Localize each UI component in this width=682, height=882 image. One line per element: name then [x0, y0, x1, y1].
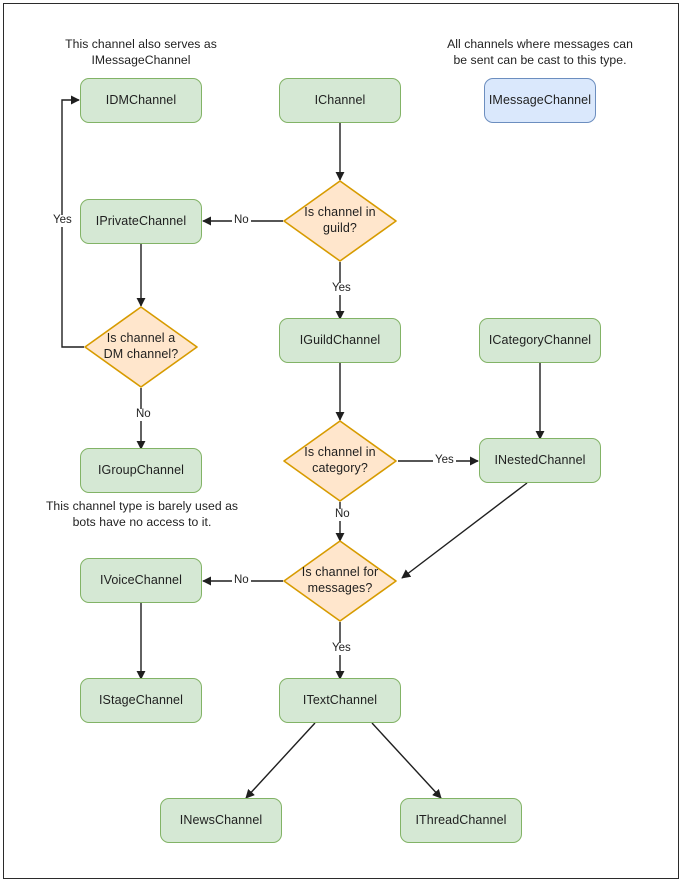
node-inewschannel[interactable]: INewsChannel	[160, 798, 282, 843]
node-icategorychannel[interactable]: ICategoryChannel	[479, 318, 601, 363]
node-inestedchannel[interactable]: INestedChannel	[479, 438, 601, 483]
edge-label-messages-yes: Yes	[330, 642, 353, 655]
edge-label-guild-no: No	[232, 214, 251, 227]
node-category-decision[interactable]: Is channel in category?	[283, 420, 397, 502]
edge-label-category-no: No	[333, 508, 352, 521]
node-itextchannel[interactable]: ITextChannel	[279, 678, 401, 723]
edge-label-dm-yes: Yes	[51, 214, 74, 227]
node-iprivatechannel[interactable]: IPrivateChannel	[80, 199, 202, 244]
diamond-shape-dm	[84, 306, 198, 388]
node-imessagechannel[interactable]: IMessageChannel	[484, 78, 596, 123]
note-dm-channel: This channel also serves as IMessageChan…	[65, 37, 217, 68]
node-guild-decision-label: Is channel in guild?	[304, 205, 376, 235]
node-ithreadchannel[interactable]: IThreadChannel	[400, 798, 522, 843]
edge-label-dm-no: No	[134, 408, 153, 421]
edge-label-guild-yes: Yes	[330, 282, 353, 295]
diamond-shape-guild	[283, 180, 397, 262]
node-dm-decision-label: Is channel a DM channel?	[103, 331, 179, 361]
note-group-channel: This channel type is barely used as bots…	[45, 499, 239, 530]
edge-inested-to-msg	[401, 482, 528, 579]
node-idmchannel[interactable]: IDMChannel	[80, 78, 202, 123]
node-guild-decision[interactable]: Is channel in guild?	[283, 180, 397, 262]
node-messages-decision[interactable]: Is channel for messages?	[283, 540, 397, 622]
node-category-decision-label: Is channel in category?	[304, 445, 376, 475]
edge-itext-to-inews	[245, 722, 316, 799]
note-message-channel: All channels where messages can be sent …	[447, 37, 633, 68]
node-ichannel[interactable]: IChannel	[279, 78, 401, 123]
node-messages-decision-label: Is channel for messages?	[301, 565, 379, 595]
edge-label-messages-no: No	[232, 574, 251, 587]
diamond-shape-messages	[283, 540, 397, 622]
diamond-shape-category	[283, 420, 397, 502]
node-ivoicechannel[interactable]: IVoiceChannel	[80, 558, 202, 603]
node-igroupchannel[interactable]: IGroupChannel	[80, 448, 202, 493]
edge-itext-to-ithread	[371, 722, 442, 799]
node-istagechannel[interactable]: IStageChannel	[80, 678, 202, 723]
edge-label-category-yes: Yes	[433, 454, 456, 467]
node-iguildchannel[interactable]: IGuildChannel	[279, 318, 401, 363]
node-dm-decision[interactable]: Is channel a DM channel?	[84, 306, 198, 388]
